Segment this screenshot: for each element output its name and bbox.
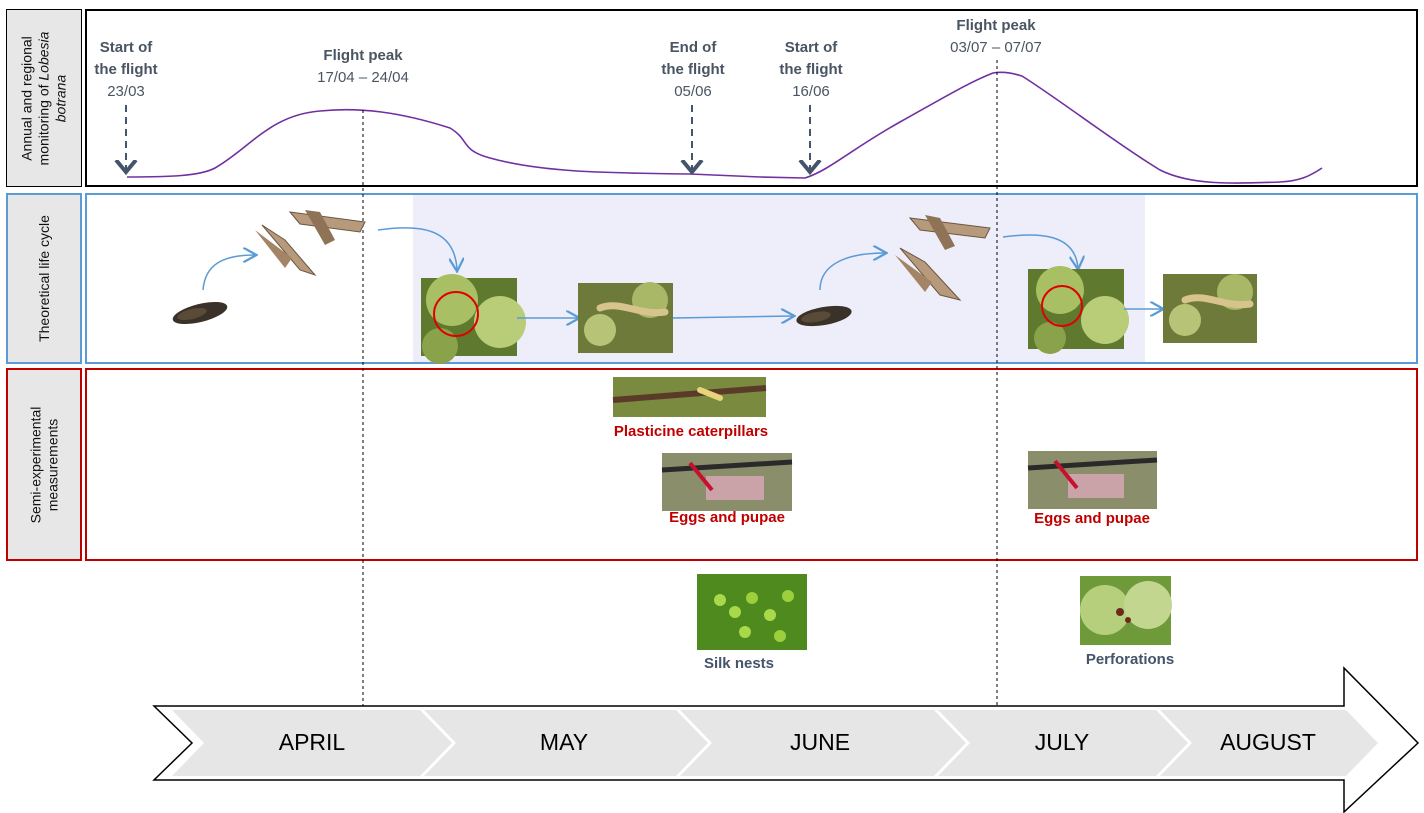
event-start-flight-1-date: 23/03 <box>107 83 145 100</box>
arrow-moth-to-egg <box>377 227 457 270</box>
lifecycle-row-label: Theoretical life cycle <box>6 193 82 364</box>
pupa-icon-2 <box>796 305 852 327</box>
event-start-flight-1: Start of the flight 23/03 <box>76 37 176 103</box>
month-june: JUNE <box>789 729 851 755</box>
event-flight-peak-2-date: 03/07 – 07/07 <box>950 39 1042 56</box>
caption-silk-nests: Silk nests <box>703 655 775 672</box>
event-start-flight-2-title2: the flight <box>779 61 843 78</box>
arrow-larva-to-pupa <box>672 316 793 318</box>
caption-perforations: Perforations <box>1085 651 1175 668</box>
event-flight-peak-1-date: 17/04 – 24/04 <box>317 69 409 86</box>
event-end-flight-title2: the flight <box>661 61 725 78</box>
event-flight-peak-1-title: Flight peak <box>323 47 403 64</box>
caption-plasticine-caterpillars: Plasticine caterpillars <box>613 423 769 440</box>
month-may: MAY <box>539 729 589 755</box>
grape-berry-egg-icon <box>421 274 526 364</box>
perforations-photo <box>1080 576 1172 645</box>
moth-icon <box>255 210 366 277</box>
event-start-flight-2: Start of the flight 16/06 <box>761 37 861 103</box>
semi-panel <box>85 368 1418 561</box>
caterpillar-icon <box>578 282 673 353</box>
arrow-pupa-to-moth-2 <box>819 253 885 291</box>
caterpillar-icon-2 <box>1163 274 1257 343</box>
eggs-pupae-card-photo-2 <box>1027 451 1158 509</box>
event-flight-peak-2-title: Flight peak <box>956 17 1036 34</box>
moth-icon-2 <box>895 215 991 301</box>
event-end-flight-date: 05/06 <box>674 83 712 100</box>
event-flight-peak-1: Flight peak 17/04 – 24/04 <box>293 45 433 89</box>
arrow-moth-to-egg-2 <box>1002 234 1078 268</box>
silk-nests-photo <box>697 574 807 650</box>
plasticine-caterpillar-photo <box>612 377 767 417</box>
lifecycle-panel <box>85 193 1418 364</box>
timeline-chevrons <box>172 710 1378 776</box>
arrow-pupa-to-moth <box>202 255 255 291</box>
month-july: JULY <box>1034 729 1090 755</box>
event-start-flight-2-title1: Start of <box>784 39 838 56</box>
month-april: APRIL <box>278 729 346 755</box>
event-flight-peak-2: Flight peak 03/07 – 07/07 <box>926 15 1066 59</box>
event-start-flight-1-title1: Start of <box>99 39 153 56</box>
pupa-icon <box>172 301 228 325</box>
grape-berry-egg-icon-2 <box>1028 266 1129 354</box>
caption-eggs-pupae-1: Eggs and pupae <box>669 509 785 526</box>
event-end-flight-title1: End of <box>669 39 717 56</box>
eggs-pupae-card-photo <box>661 453 793 511</box>
caption-eggs-pupae-2: Eggs and pupae <box>1034 510 1150 527</box>
monitoring-row-label: Annual and regional monitoring of Lobesi… <box>6 9 82 187</box>
event-end-flight: End of the flight 05/06 <box>643 37 743 103</box>
second-generation-shade <box>413 195 1145 362</box>
semi-row-label: Semi-experimental measurements <box>6 368 82 561</box>
monitoring-panel <box>85 9 1418 187</box>
event-start-flight-2-date: 16/06 <box>792 83 830 100</box>
month-august: AUGUST <box>1220 729 1316 755</box>
event-start-flight-1-title2: the flight <box>94 61 158 78</box>
